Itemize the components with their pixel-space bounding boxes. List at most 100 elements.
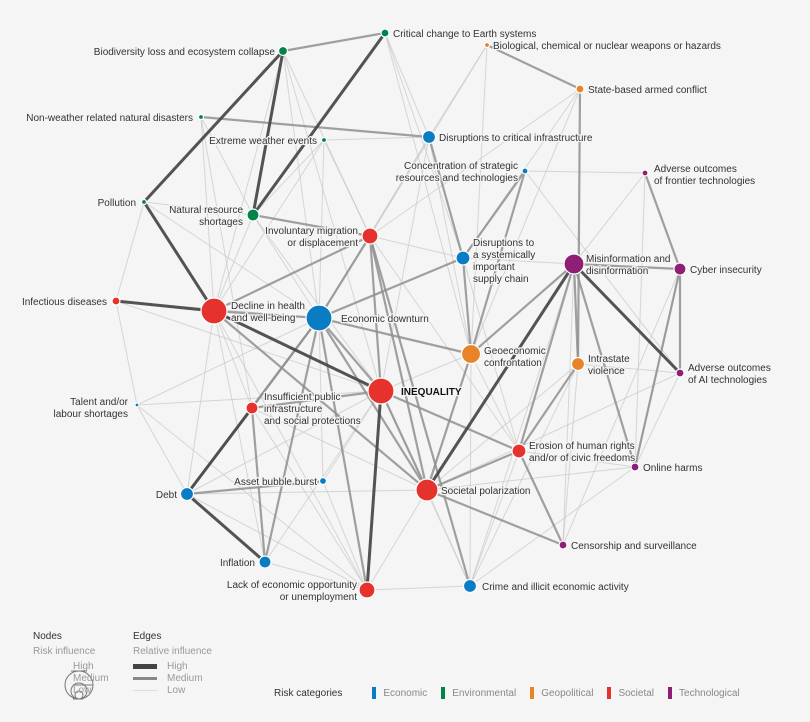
legend-edge-low: Low bbox=[167, 685, 186, 696]
node-label-line: Cyber insecurity bbox=[690, 265, 762, 276]
node-disruptions-to-a-systemically-important-supply-chain[interactable] bbox=[455, 250, 471, 266]
edge bbox=[251, 50, 285, 216]
edge bbox=[486, 44, 581, 90]
node-label-line: Pollution bbox=[98, 198, 136, 209]
node-label-line: Lack of economic opportunity bbox=[227, 580, 357, 591]
node-biodiversity-loss-and-ecosystem-collapse[interactable] bbox=[277, 45, 289, 57]
edge bbox=[142, 49, 285, 204]
edge bbox=[323, 136, 430, 141]
node-infectious-diseases[interactable] bbox=[111, 296, 121, 306]
edge bbox=[213, 310, 253, 409]
node-adverse-outcomes-of-frontier-technologies[interactable] bbox=[641, 169, 649, 177]
node-label-line: Disruptions to critical infrastructure bbox=[439, 133, 593, 144]
node-talent-and-or-labour-shortages[interactable] bbox=[134, 402, 140, 408]
node-label: Critical change to Earth systems bbox=[393, 29, 536, 40]
node-label-line: Critical change to Earth systems bbox=[393, 29, 536, 40]
node-economic-downturn[interactable] bbox=[305, 304, 333, 332]
edge bbox=[380, 136, 430, 392]
node-erosion-of-human-rights-and-or-of-civic-freedoms[interactable] bbox=[511, 443, 527, 459]
edge bbox=[136, 317, 320, 406]
node-critical-change-to-earth-systems[interactable] bbox=[380, 28, 390, 38]
edge bbox=[213, 214, 254, 312]
node-inequality[interactable] bbox=[367, 377, 395, 405]
edge bbox=[264, 561, 368, 591]
node-misinformation-and-disinformation[interactable] bbox=[563, 253, 585, 275]
edge bbox=[461, 257, 473, 355]
node-decline-in-health-and-well-being[interactable] bbox=[200, 297, 228, 325]
edge bbox=[634, 372, 681, 468]
legend-categories: Risk categories Economic Environmental G… bbox=[274, 687, 754, 699]
node-geoeconomic-confrontation[interactable] bbox=[460, 343, 482, 365]
node-crime-and-illicit-economic-activity[interactable] bbox=[462, 578, 478, 594]
node-label-line: Concentration of strategic bbox=[404, 161, 518, 172]
node-adverse-outcomes-of-ai-technologies[interactable] bbox=[675, 368, 685, 378]
node-concentration-of-strategic-resources-and-technologies[interactable] bbox=[521, 167, 529, 175]
edge bbox=[576, 88, 582, 365]
node-non-weather-related-natural-disasters[interactable] bbox=[197, 113, 205, 121]
edge bbox=[252, 214, 320, 319]
edge bbox=[518, 363, 579, 452]
node-cyber-insecurity[interactable] bbox=[673, 262, 687, 276]
node-label-line: Adverse outcomes bbox=[688, 363, 771, 374]
edge bbox=[213, 139, 325, 312]
edge bbox=[469, 353, 472, 587]
node-censorship-and-surveillance[interactable] bbox=[558, 540, 568, 550]
edge bbox=[282, 50, 382, 392]
labels-layer: Critical change to Earth systemsBiologic… bbox=[21, 28, 772, 605]
edge bbox=[186, 489, 428, 495]
edge bbox=[366, 585, 471, 591]
node-insufficient-public-infrastructure-and-social-protections[interactable] bbox=[245, 401, 259, 415]
node-label-line: Economic downturn bbox=[341, 314, 429, 325]
node-lack-of-economic-opportunity-or-unemployment[interactable] bbox=[358, 581, 376, 599]
node-extreme-weather-events[interactable] bbox=[320, 136, 328, 144]
edge bbox=[318, 139, 325, 319]
legend-nodes: Nodes Risk influence High Medium Low bbox=[33, 631, 123, 722]
legend-node-low: Low bbox=[73, 685, 92, 696]
edge bbox=[251, 32, 387, 216]
legend-categories-title: Risk categories bbox=[274, 687, 343, 699]
node-label-line: Extreme weather events bbox=[209, 136, 317, 147]
category-technological: Technological bbox=[668, 687, 740, 699]
edge bbox=[252, 213, 371, 238]
legend-edge-medium: Medium bbox=[167, 673, 203, 684]
edge bbox=[213, 310, 428, 491]
node-label-line: Natural resource bbox=[169, 205, 243, 216]
nodes-layer bbox=[111, 28, 687, 599]
node-label-line: shortages bbox=[199, 217, 243, 228]
edge bbox=[462, 257, 520, 452]
edge bbox=[186, 390, 382, 495]
node-label-line: and well-being bbox=[231, 313, 296, 324]
node-label-line: Biological, chemical or nuclear weapons … bbox=[493, 41, 721, 52]
category-label: Technological bbox=[679, 687, 740, 699]
node-disruptions-to-critical-infrastructure[interactable] bbox=[421, 129, 437, 145]
edge bbox=[366, 489, 428, 591]
node-label-line: Talent and/or bbox=[70, 397, 128, 408]
node-label-line: Insufficient public bbox=[264, 392, 341, 403]
node-intrastate-violence[interactable] bbox=[570, 356, 586, 372]
category-environmental: Environmental bbox=[441, 687, 516, 699]
edge bbox=[185, 407, 254, 495]
edge bbox=[426, 363, 579, 491]
node-debt[interactable] bbox=[179, 486, 195, 502]
node-inflation[interactable] bbox=[258, 555, 272, 569]
legend-edges-title: Edges bbox=[133, 631, 162, 642]
node-involuntary-migration-or-displacement[interactable] bbox=[361, 227, 379, 245]
edge bbox=[470, 353, 520, 452]
node-online-harms[interactable] bbox=[630, 462, 640, 472]
edges-layer bbox=[115, 31, 682, 591]
node-asset-bubble-burst[interactable] bbox=[318, 476, 328, 486]
node-label: Online harms bbox=[643, 463, 702, 474]
node-biological-chemical-or-nuclear-weapons-or-hazards[interactable] bbox=[483, 41, 491, 49]
legend-edges: Edges Relative influence High Medium Low bbox=[133, 631, 212, 697]
node-pollution[interactable] bbox=[140, 198, 148, 206]
edge bbox=[213, 235, 371, 312]
edge bbox=[426, 489, 471, 587]
node-state-based-armed-conflict[interactable] bbox=[575, 84, 585, 94]
node-natural-resource-shortages[interactable] bbox=[246, 208, 260, 222]
node-societal-polarization[interactable] bbox=[415, 478, 439, 502]
